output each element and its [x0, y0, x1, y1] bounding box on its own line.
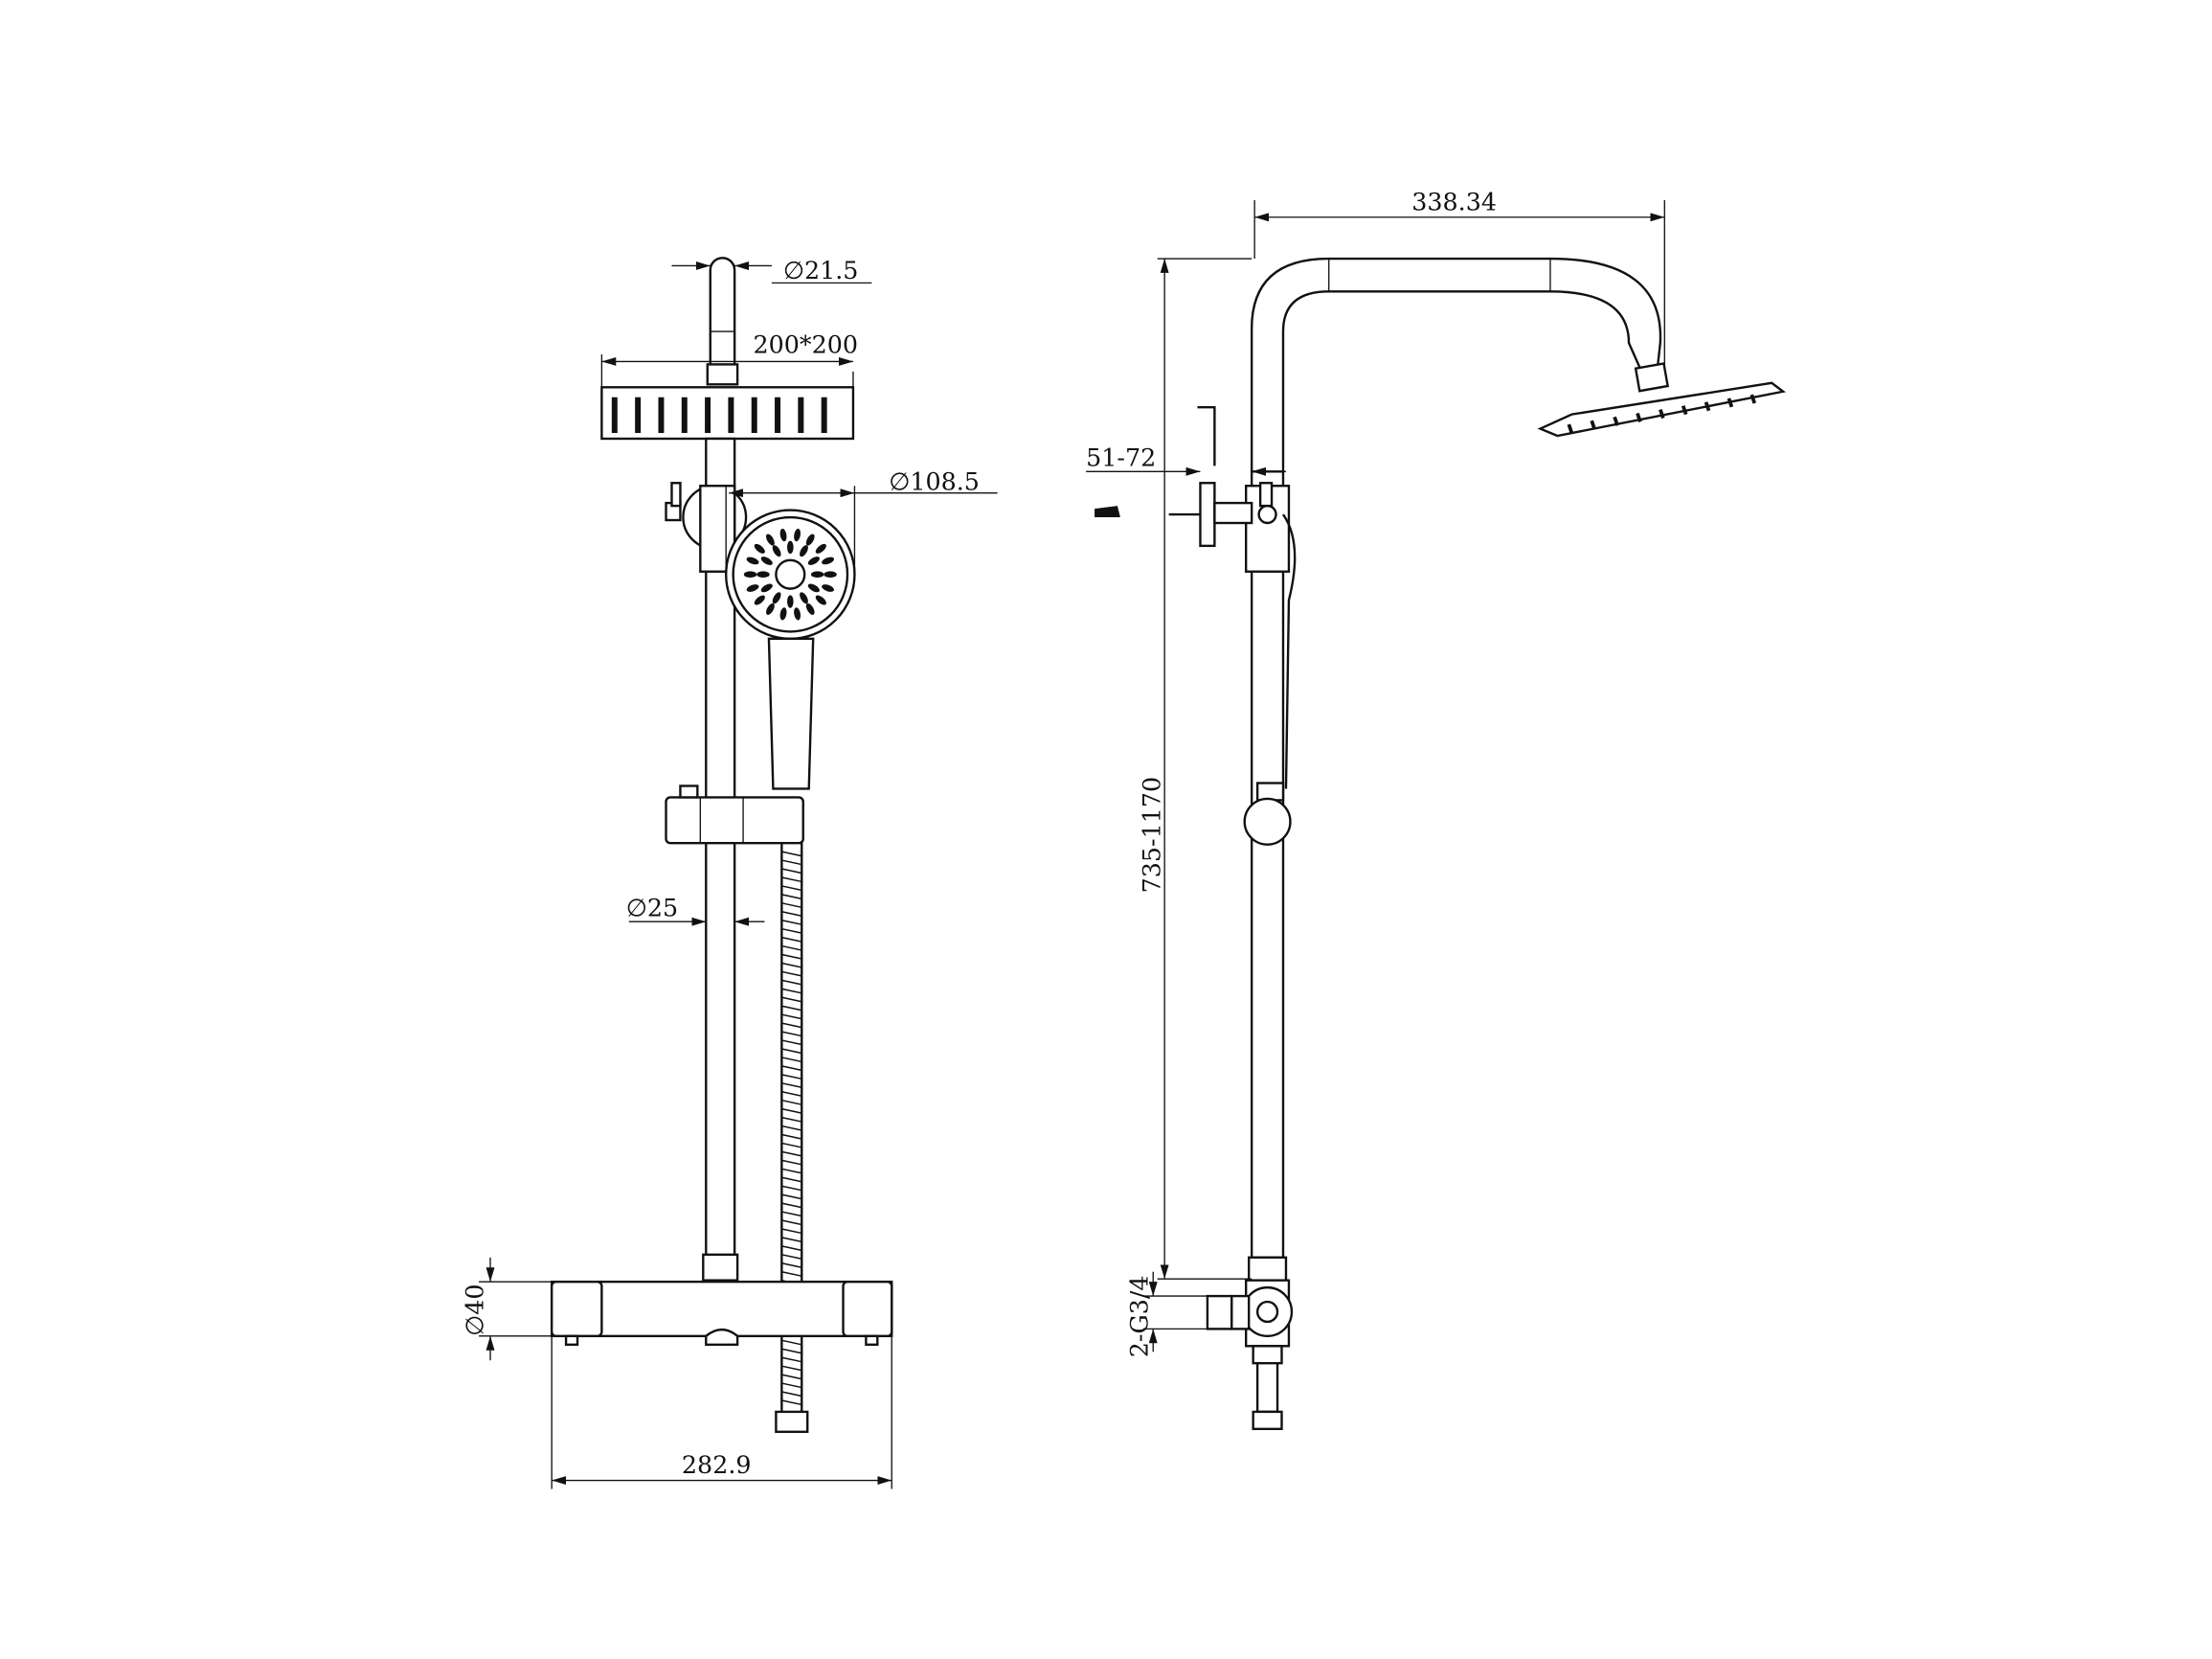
nozzle: [1727, 398, 1734, 408]
spray-hole: [743, 571, 757, 578]
spray-hole: [772, 545, 781, 557]
spray-hole: [805, 602, 815, 615]
spray-hole: [800, 592, 808, 604]
head-connector: [706, 363, 739, 386]
allen-key: [1197, 405, 1216, 466]
spray-hole: [766, 534, 775, 546]
side-hand-shower: [1282, 513, 1297, 789]
nozzle: [751, 397, 757, 434]
spray-hole: [787, 540, 794, 555]
spray-hole: [779, 607, 787, 621]
dim-arm-reach: 338.34: [1411, 187, 1497, 216]
spray-hole: [760, 583, 773, 593]
dim-head-size: 200*200: [754, 330, 858, 358]
nozzle: [1659, 408, 1665, 420]
spray-hole: [800, 545, 808, 557]
nozzle: [658, 397, 665, 434]
dim-valve-diameter: ∅40: [461, 1284, 489, 1335]
nozzle: [1613, 416, 1619, 426]
screw-anchor: [1095, 506, 1120, 518]
spray-hole: [772, 592, 781, 604]
spray-hole: [756, 571, 770, 578]
side-slider-knob: [1243, 797, 1292, 846]
spray-hole: [794, 528, 801, 542]
nozzle: [1590, 420, 1596, 430]
head-nozzles: [611, 397, 827, 434]
side-riser: [1250, 470, 1285, 1259]
spray-hole: [822, 557, 834, 565]
spray-hole: [746, 557, 759, 565]
spray-hole: [822, 584, 834, 592]
dim-inlets: 2-G3/4: [1124, 1275, 1153, 1357]
spray-hole: [746, 584, 759, 592]
spray-hole: [754, 595, 765, 605]
dim-upper-pipe-diameter: ∅21.5: [783, 256, 859, 284]
dim-hand-shower-diameter: ∅108.5: [889, 467, 980, 496]
nozzle: [775, 397, 781, 434]
nozzle: [1749, 394, 1757, 404]
spray-hole: [787, 595, 794, 608]
nozzle: [681, 397, 688, 434]
front-view: ∅21.5 200*200 ∅108.5 ∅25 ∅40 282.9: [461, 256, 998, 1489]
nozzle: [1567, 423, 1574, 434]
nozzle: [1636, 412, 1642, 422]
hand-shower-handle: [767, 637, 815, 790]
dim-valve-width: 282.9: [682, 1450, 752, 1479]
upper-pipe: [709, 257, 736, 379]
spray-hole: [810, 571, 824, 578]
nozzle: [728, 397, 734, 434]
dim-riser-diameter: ∅25: [626, 893, 678, 921]
nozzle: [798, 397, 804, 434]
wall-flange: [1199, 482, 1216, 548]
side-view: 338.34 735-1170 51-72 2-G3/4: [1086, 187, 1786, 1431]
spray-hole: [794, 607, 801, 621]
nozzle: [705, 397, 711, 434]
valve-left-knob: [550, 1280, 603, 1338]
nozzle: [1704, 401, 1711, 412]
spray-hole: [754, 543, 765, 554]
spray-hole: [824, 571, 837, 578]
spray-hole: [815, 543, 826, 554]
spray-hole: [779, 528, 787, 542]
spray-hole: [805, 534, 815, 546]
riser-nut: [702, 1253, 739, 1282]
spray-hole: [766, 602, 775, 615]
dim-wall-offset: 51-72: [1086, 443, 1156, 471]
side-hose: [1255, 1362, 1279, 1414]
spray-hole: [807, 583, 820, 593]
spray-hole: [807, 557, 820, 565]
hand-shower-spray-holes: [743, 528, 837, 621]
spray-hole: [815, 595, 826, 605]
valve-right-knob: [842, 1280, 893, 1338]
spray-hole: [760, 557, 773, 565]
nozzle: [611, 397, 618, 434]
nozzle: [1681, 405, 1688, 416]
dim-height-range: 735-1170: [1138, 777, 1166, 894]
slider-clamp: [665, 796, 804, 845]
nozzle: [821, 397, 827, 434]
nozzle: [635, 397, 642, 434]
